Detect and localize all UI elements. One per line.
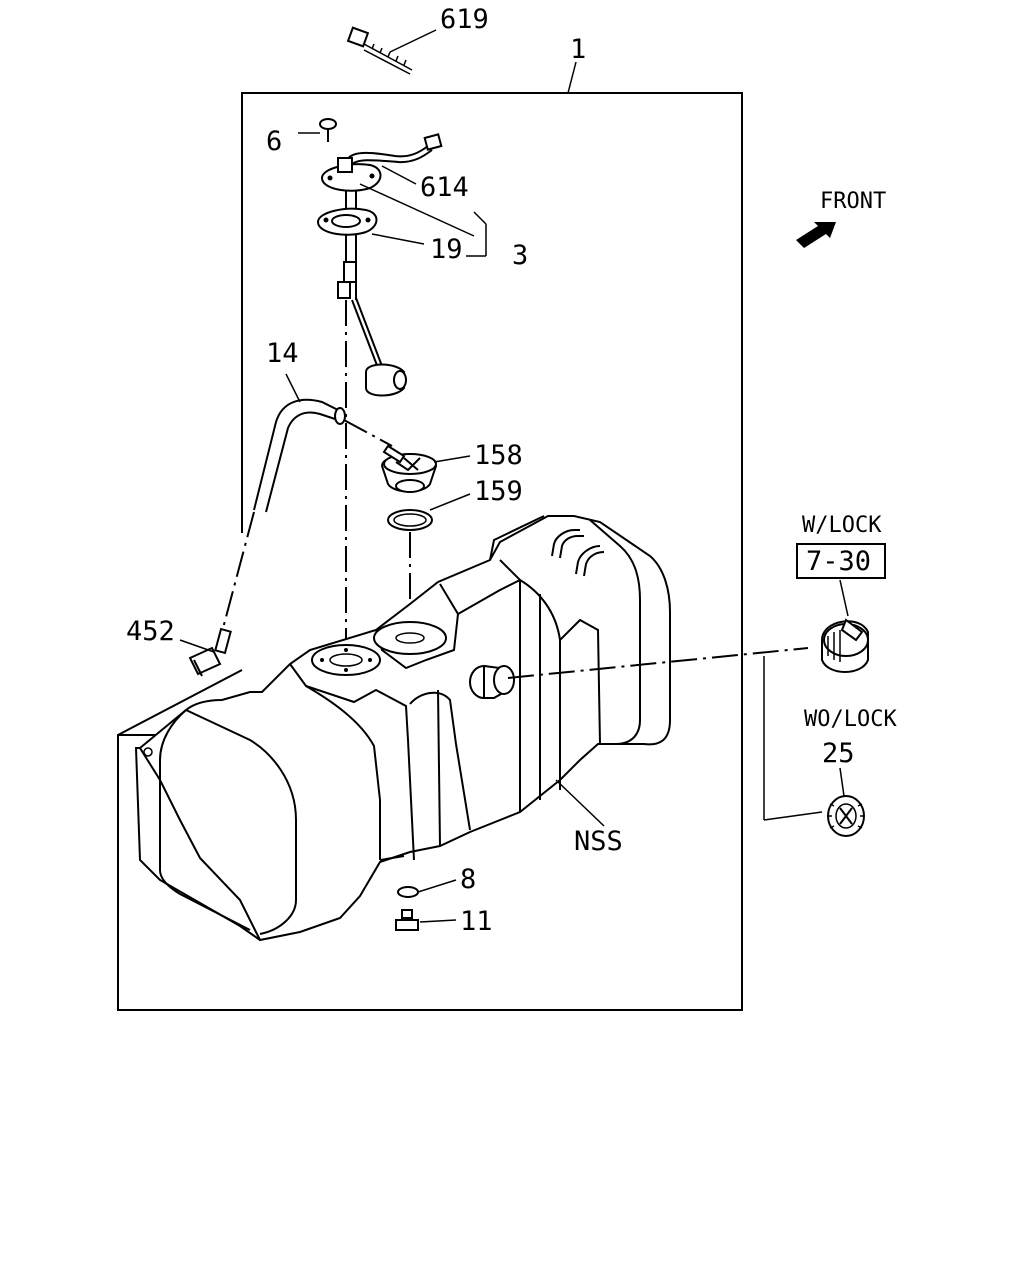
label-hose: 14 <box>266 338 299 369</box>
fuel-tank-body <box>134 515 671 942</box>
cap-bracket-lower <box>763 811 823 821</box>
cable-tie-part <box>346 26 413 75</box>
front-arrow-icon <box>796 222 836 248</box>
leader-seal-ring <box>429 493 471 511</box>
label-gauge-unit-group: 3 <box>512 240 528 271</box>
drain-centerline <box>221 511 255 633</box>
leader-cap-no-lock <box>839 767 845 797</box>
front-label: FRONT <box>820 189 886 214</box>
with-lock-ref: 7-30 <box>806 546 871 577</box>
leader-wire-harness <box>381 165 417 185</box>
leader-nut <box>419 919 457 923</box>
label-drain-tube: 452 <box>126 616 175 647</box>
bracket-gauge-group-top <box>473 211 487 225</box>
hose-connection-line <box>343 419 393 447</box>
leader-gauge-unit-a <box>359 183 475 237</box>
pump-unit-part <box>380 444 438 493</box>
label-washer: 8 <box>460 864 476 895</box>
hose-part <box>253 398 346 513</box>
label-screw: 6 <box>266 126 282 157</box>
leader-drain-tube <box>179 639 215 653</box>
locking-cap-part <box>821 618 869 673</box>
label-wire-harness: 614 <box>420 172 469 203</box>
assembly-border-diagonal <box>117 669 243 736</box>
wire-harness-part <box>345 133 443 167</box>
standard-cap-part <box>827 795 865 837</box>
without-lock-title: WO/LOCK <box>804 707 897 732</box>
seal-ring-part <box>387 509 433 531</box>
label-pump-unit: 158 <box>474 440 523 471</box>
with-lock-ref-box <box>796 543 886 579</box>
washer-part <box>397 886 419 898</box>
screw-part <box>319 118 337 142</box>
label-tank-note: NSS <box>574 826 623 857</box>
leader-lock-cap <box>839 579 849 617</box>
label-cable-tie: 619 <box>440 4 489 35</box>
label-cap-no-lock: 25 <box>822 738 855 769</box>
drain-tube-part <box>188 627 232 677</box>
with-lock-title: W/LOCK <box>802 513 882 538</box>
leader-assembly <box>567 61 577 94</box>
label-nut: 11 <box>460 906 493 937</box>
label-gasket-plate: 19 <box>430 234 463 265</box>
leader-tank-note <box>555 779 605 827</box>
label-seal-ring: 159 <box>474 476 523 507</box>
filler-connection-line <box>507 647 809 679</box>
leader-cable-tie <box>389 29 437 53</box>
leader-washer <box>417 879 457 893</box>
leader-hose <box>285 373 301 403</box>
gauge-unit-part <box>316 157 407 397</box>
leader-gasket-plate <box>371 233 425 245</box>
label-assembly: 1 <box>570 34 586 65</box>
nut-part <box>395 909 419 931</box>
leader-pump-unit <box>433 455 471 463</box>
